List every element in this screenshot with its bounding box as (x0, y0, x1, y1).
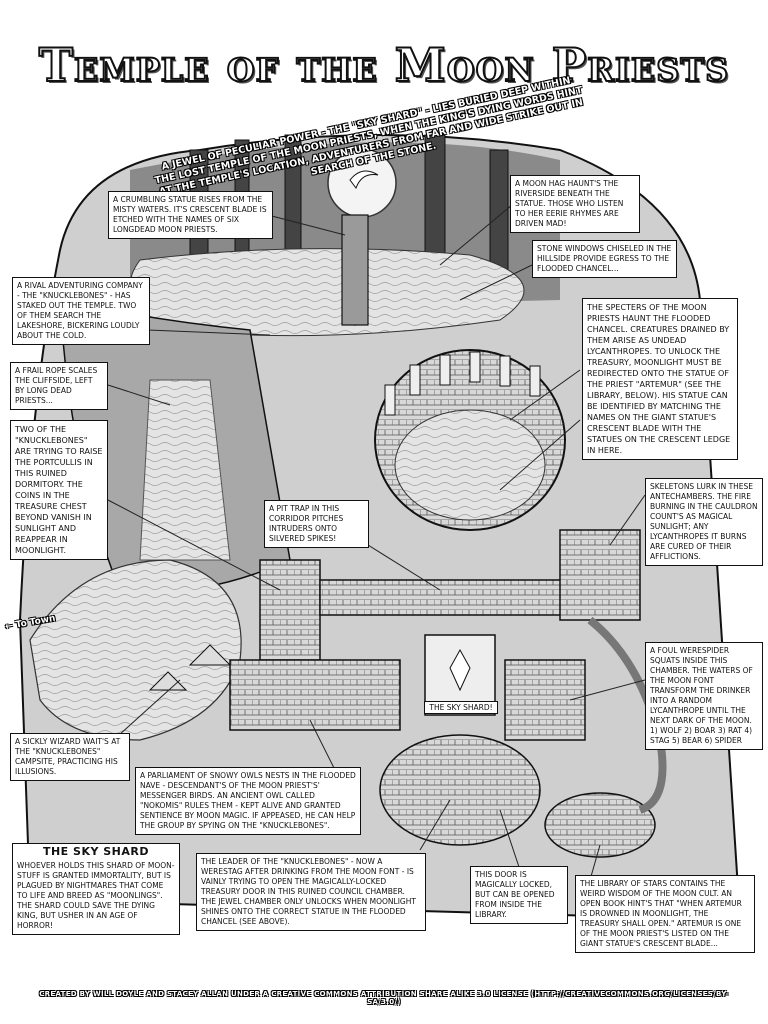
license-footer: Created by Will Doyle and Stacey Allan u… (39, 990, 729, 1006)
sky-shard-panel: The Sky Shard Whoever holds this shard o… (12, 843, 180, 935)
callout-moon-hag: A moon hag haunt's the riverside beneath… (510, 175, 640, 233)
callout-werespider: A foul werespider squats inside this cha… (645, 642, 763, 750)
sky-shard-text: Whoever holds this shard of moon-stuff i… (17, 861, 175, 930)
map-title: Temple of the Moon Priests (38, 37, 730, 93)
callout-library-of-stars: The library of stars contains the weird … (575, 875, 755, 953)
council-chamber (379, 734, 541, 846)
callout-locked-door: This door is magically locked, but can b… (470, 866, 568, 924)
callout-stone-windows: Stone windows chiseled in the hillside p… (532, 240, 677, 278)
nave (229, 659, 401, 731)
campsite (148, 644, 232, 691)
priest-statues (384, 351, 541, 416)
sky-shard-heading: The Sky Shard (42, 845, 150, 858)
corridor (319, 579, 581, 616)
callout-knucklebones-leader: The leader of the "Knucklebones" - now a… (196, 853, 426, 931)
chancel-pool (394, 409, 546, 521)
callout-rival-company: A rival adventuring company - the "Knuck… (12, 277, 150, 345)
callout-specters: The specters of the Moon Priests haunt t… (582, 298, 738, 460)
waterfall (139, 379, 231, 561)
crumbling-statue (341, 214, 369, 326)
callout-pointers (107, 204, 646, 881)
callout-statue: A crumbling statue rises from the misty … (108, 191, 273, 239)
crescent-blade (349, 170, 379, 190)
antechamber (559, 529, 641, 621)
callout-frail-rope: A frail rope scales the cliffside, left … (10, 362, 108, 410)
callout-knucklebones-dormitory: Two of the "Knucklebones" are trying to … (10, 420, 108, 560)
sky-shard-crystal (449, 648, 471, 692)
callout-pit-trap: A pit trap in this corridor pitches intr… (264, 500, 369, 548)
sky-shard-room-label: The Sky Shard! (424, 701, 498, 714)
callout-snowy-owls: A parliament of snowy owls nests in the … (135, 767, 361, 835)
callout-skeletons: Skeletons lurk in these antechambers. Th… (645, 478, 763, 566)
callout-sickly-wizard: A sickly wizard wait's at the "Knucklebo… (10, 733, 130, 781)
dormitory (259, 559, 321, 661)
library-of-stars (544, 792, 656, 858)
werespider-chamber (504, 659, 586, 741)
